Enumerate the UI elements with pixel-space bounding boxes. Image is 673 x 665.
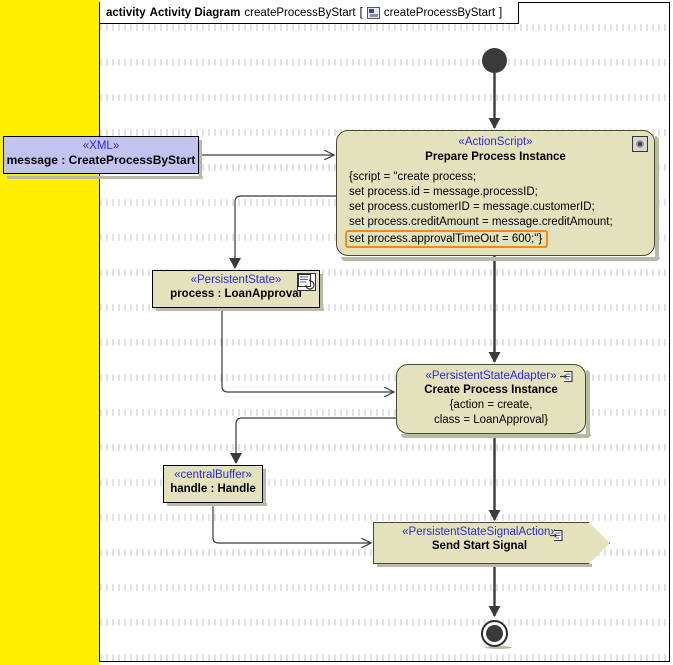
action-name: Create Process Instance <box>424 384 558 396</box>
node-shadow <box>485 646 512 649</box>
stereotype-label: «PersistentStateAdapter» <box>425 370 557 382</box>
tab-corner-clip <box>504 2 519 24</box>
stereotype-label: «XML» <box>82 140 120 152</box>
action-node-send-start-signal[interactable]: «PersistentStateSignalAction» Send Start… <box>373 522 610 564</box>
body-line: set process.customerID = message.custome… <box>349 201 595 213</box>
body-line: class = LoanApproval} <box>433 414 549 426</box>
persistent-state-signal-icon <box>549 528 567 545</box>
node-shadow <box>655 136 659 260</box>
object-node-message[interactable]: «XML» message : CreateProcessByStart <box>3 136 199 174</box>
stereotype-label: «centralBuffer» <box>174 469 252 481</box>
persistent-state-adapter-icon <box>559 369 577 386</box>
body-line: set process.id = message.processID; <box>349 186 538 198</box>
highlighted-body-line: set process.approvalTimeOut = 600;"} <box>345 230 549 248</box>
body-line: {script = "create process; <box>349 171 477 183</box>
body-line: {action = create, <box>449 399 533 411</box>
stereotype-label: «ActionScript» <box>458 136 533 148</box>
node-shadow <box>7 176 203 179</box>
node-shadow <box>377 564 592 567</box>
script-icon <box>632 136 648 152</box>
node-shadow <box>341 257 660 261</box>
action-node-prepare-process-instance[interactable]: «ActionScript» Prepare Process Instance … <box>336 130 655 256</box>
body-line: set process.creditAmount = message.credi… <box>349 216 613 228</box>
object-node-handle[interactable]: «centralBuffer» handle : Handle <box>163 465 263 503</box>
frame-title-tab: activity Activity Diagram createProcessB… <box>100 2 520 24</box>
node-shadow <box>320 274 323 311</box>
stereotype-label: «PersistentState» <box>190 274 282 286</box>
node-shadow <box>401 434 591 438</box>
frame-qualified-name: createProcessByStart <box>383 6 496 19</box>
action-node-create-process-instance[interactable]: «PersistentStateAdapter» Create Process … <box>396 364 586 434</box>
initial-node[interactable] <box>482 48 507 73</box>
node-shadow <box>586 370 590 438</box>
node-shadow <box>156 308 324 311</box>
node-shadow <box>167 503 267 506</box>
activity-final-inner <box>486 625 503 642</box>
object-node-label: process : LoanApproval <box>170 288 302 300</box>
action-name: Prepare Process Instance <box>425 151 566 163</box>
diagram-icon <box>366 6 380 19</box>
frame-keyword: activity <box>106 6 146 19</box>
persistent-state-icon <box>297 273 316 291</box>
node-shadow <box>263 469 266 506</box>
frame-bracket-close: ] <box>499 6 503 19</box>
object-node-process[interactable]: «PersistentState» process : LoanApproval <box>152 270 320 308</box>
left-highlight-band <box>0 0 99 665</box>
frame-name: createProcessByStart <box>244 6 356 19</box>
action-body: {script = "create process; set process.i… <box>345 170 646 248</box>
object-node-label: message : CreateProcessByStart <box>6 153 196 167</box>
object-node-label: handle : Handle <box>170 483 256 495</box>
frame-bracket-open: [ <box>359 6 363 19</box>
node-shadow <box>199 140 202 179</box>
frame-type-label: Activity Diagram <box>149 6 241 19</box>
